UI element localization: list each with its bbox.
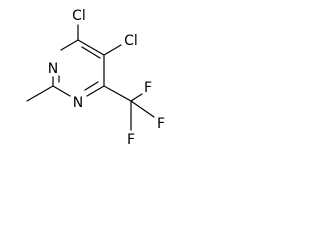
bond-n1-c2	[52, 85, 71, 97]
bond-c6-n1-inner	[84, 81, 99, 91]
bond-c4-c5-double-inner	[81, 46, 101, 59]
bond-c4-c5-double-outer	[77, 39, 105, 56]
bond-c6-n1-outer	[86, 85, 105, 97]
atom-label-n3: N	[48, 61, 58, 77]
atom-label-n1: N	[73, 95, 83, 111]
atom-label-f-top: F	[144, 80, 152, 96]
atom-label-cl-c5: Cl	[124, 33, 138, 49]
chemical-structure-diagram: N N Cl Cl F F F	[26, 8, 165, 148]
bond-n3-c4	[60, 39, 79, 51]
atom-label-cl-c4: Cl	[72, 8, 86, 24]
bond-c2-methyl	[26, 85, 54, 102]
bond-cf3-f-right	[130, 100, 155, 118]
bond-c6-cf3	[103, 85, 132, 102]
bond-c5-cl	[103, 44, 122, 56]
atom-label-f-bottom: F	[127, 132, 135, 148]
atom-label-f-right: F	[157, 116, 165, 132]
bond-cf3-f-top	[130, 93, 143, 102]
